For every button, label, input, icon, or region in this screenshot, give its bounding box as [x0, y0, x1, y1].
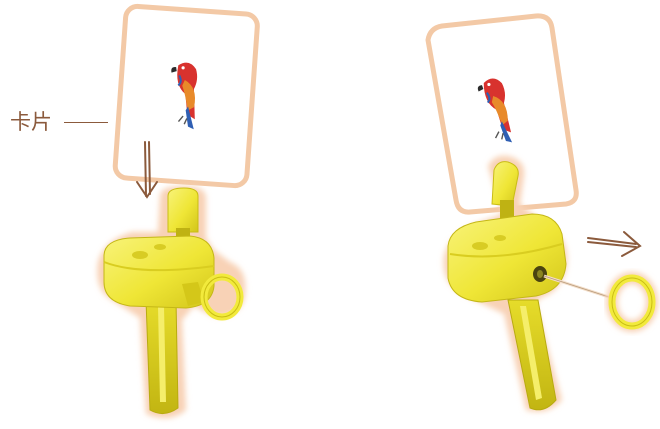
arrow-right-icon	[588, 232, 640, 256]
card-leader-line	[64, 122, 108, 123]
card-label: 卡片	[10, 110, 52, 134]
card-callout: 卡片	[10, 110, 110, 134]
